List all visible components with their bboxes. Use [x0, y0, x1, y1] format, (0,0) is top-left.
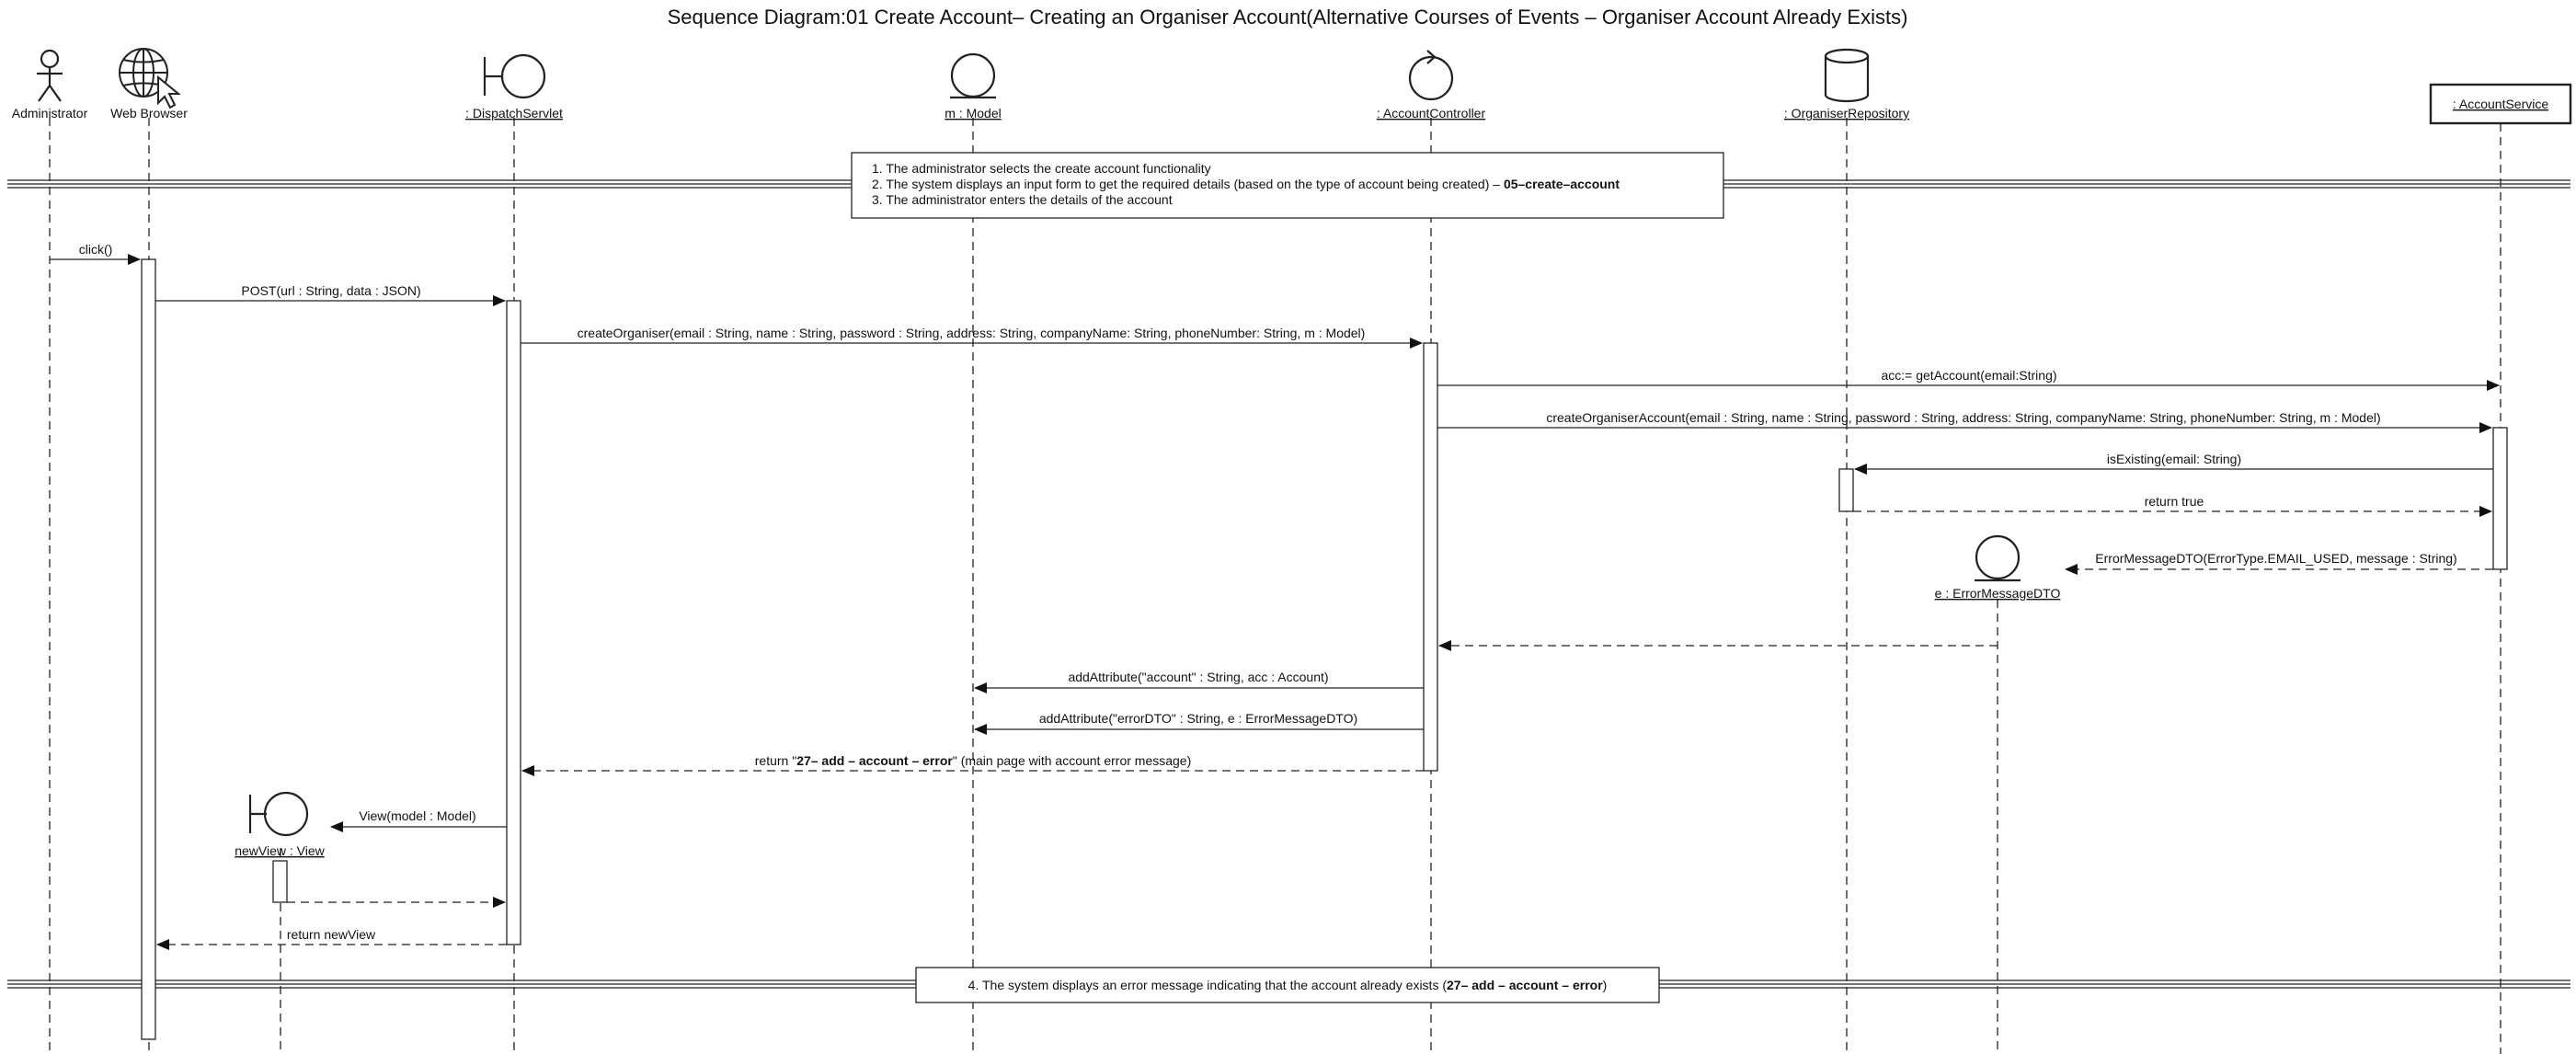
participant-label-newview: newView : View	[235, 843, 325, 858]
participant-label-administrator: Administrator	[12, 106, 88, 120]
participant-labels: Administrator Web Browser : DispatchServ…	[12, 97, 2549, 858]
entity-icon	[950, 52, 996, 99]
participant-label-errordto: e : ErrorMessageDTO	[1935, 586, 2061, 601]
participant-label-repo: : OrganiserRepository	[1784, 106, 1909, 120]
control-icon	[1408, 50, 1454, 101]
boundary-icon	[483, 53, 546, 99]
message-label-click: click()	[79, 242, 113, 257]
activation-bars	[141, 258, 2508, 1040]
top-separator	[7, 179, 2570, 189]
database-icon	[1824, 48, 1870, 103]
message-label-view-create: View(model : Model)	[359, 808, 475, 823]
service-box	[2429, 83, 2572, 125]
bottom-note-box	[915, 967, 1660, 1003]
message-label-create-organiser-account: createOrganiserAccount(email : String, n…	[1546, 410, 2380, 425]
actor-icon	[37, 49, 63, 102]
activation-newview	[272, 860, 288, 903]
top-note-line-1: 1. The administrator selects the create …	[872, 161, 1211, 176]
diagram-title: Sequence Diagram:01 Create Account– Crea…	[668, 6, 1908, 29]
activation-dispatch	[506, 300, 521, 945]
message-label-return-true: return true	[2145, 494, 2204, 509]
message-label-error-dto-create: ErrorMessageDTO(ErrorType.EMAIL_USED, me…	[2095, 551, 2456, 566]
participant-icons	[37, 48, 2572, 837]
participant-label-service: : AccountService	[2453, 97, 2548, 111]
activation-browser	[141, 258, 156, 1040]
globe-cursor-icon	[119, 48, 181, 109]
bottom-note-text: 4. The system displays an error message …	[968, 978, 1608, 992]
message-label-post: POST(url : String, data : JSON)	[241, 283, 420, 298]
lifelines	[49, 118, 2502, 1054]
message-label-create-organiser: createOrganiser(email : String, name : S…	[578, 326, 1366, 340]
message-label-add-attribute-error: addAttribute("errorDTO" : String, e : Er…	[1039, 711, 1357, 726]
participant-label-model: m : Model	[945, 106, 1001, 120]
message-label-get-account: acc:= getAccount(email:String)	[1881, 368, 2056, 383]
top-note-box	[851, 152, 1724, 219]
participant-label-controller: : AccountController	[1377, 106, 1486, 120]
message-label-is-existing: isExisting(email: String)	[2107, 452, 2241, 466]
message-label-add-attribute-account: addAttribute("account" : String, acc : A…	[1068, 670, 1328, 684]
boundary-icon	[248, 791, 309, 837]
top-note: 1. The administrator selects the create …	[7, 152, 2570, 219]
top-note-line-2: 2. The system displays an input form to …	[872, 177, 1620, 191]
activation-service	[2492, 427, 2508, 570]
message-label-return-page: return "27– add – account – error" (main…	[755, 753, 1192, 768]
participant-label-browser: Web Browser	[110, 106, 188, 120]
activation-controller	[1423, 342, 1438, 772]
bottom-separator	[7, 980, 2570, 989]
top-note-line-3: 3. The administrator enters the details …	[872, 192, 1173, 207]
entity-icon	[1975, 534, 2021, 582]
bottom-note: 4. The system displays an error message …	[7, 967, 2570, 1003]
messages: click() POST(url : String, data : JSON) …	[50, 242, 2500, 950]
participant-label-dispatch: : DispatchServlet	[465, 106, 563, 120]
activation-repo	[1838, 468, 1854, 512]
message-label-return-new-view: return newView	[287, 927, 376, 942]
